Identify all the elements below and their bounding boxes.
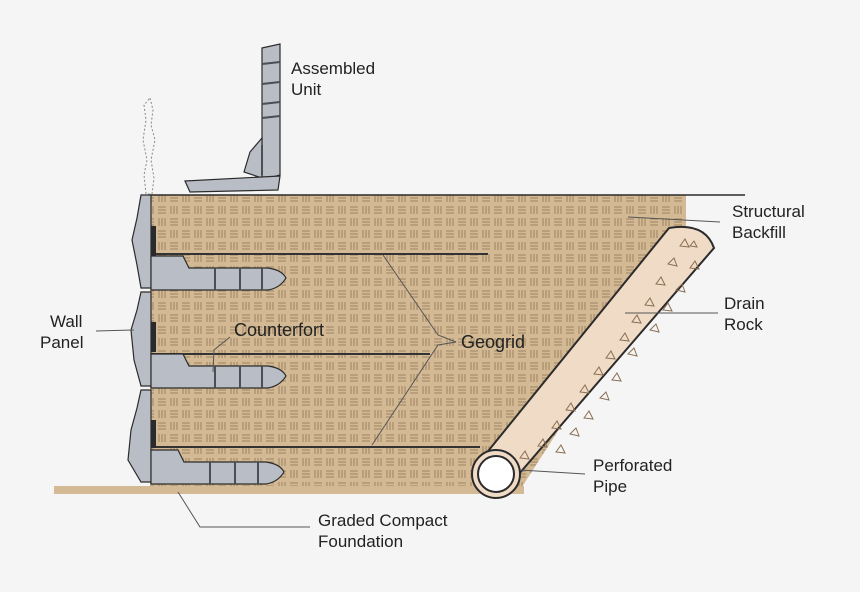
wall-panel — [131, 194, 152, 289]
graded-compact-foundation — [54, 486, 524, 494]
wall-panel — [130, 291, 152, 387]
assembled-unit — [142, 43, 281, 195]
label-assembled-unit-line1: Assembled — [291, 59, 375, 78]
drain-rock-band — [474, 226, 716, 484]
wall-panel — [127, 389, 152, 483]
label-wall-panel-line2: Panel — [40, 333, 83, 352]
label-drain-rock-line1: Drain — [724, 294, 765, 313]
labels: Assembled Unit Structural Backfill Drain… — [40, 59, 805, 551]
counterfort — [150, 449, 285, 485]
label-assembled-unit-line2: Unit — [291, 80, 322, 99]
leader-lines — [95, 216, 721, 528]
wall-panels — [127, 194, 156, 483]
label-perforated-pipe-line1: Perforated — [593, 456, 672, 475]
label-wall-panel-line1: Wall — [50, 312, 82, 331]
label-counterfort: Counterfort — [234, 320, 324, 340]
label-geogrid: Geogrid — [461, 332, 525, 352]
label-structural-backfill-line1: Structural — [732, 202, 805, 221]
perforated-pipe — [471, 449, 521, 499]
label-drain-rock-line2: Rock — [724, 315, 763, 334]
label-perforated-pipe-line2: Pipe — [593, 477, 627, 496]
counterfort — [150, 255, 287, 291]
label-graded-compact-foundation-line2: Foundation — [318, 532, 403, 551]
geogrid-layers — [150, 253, 488, 448]
counterforts — [150, 255, 287, 485]
label-structural-backfill-line2: Backfill — [732, 223, 786, 242]
counterfort — [150, 353, 287, 389]
label-graded-compact-foundation-line1: Graded Compact — [318, 511, 448, 530]
